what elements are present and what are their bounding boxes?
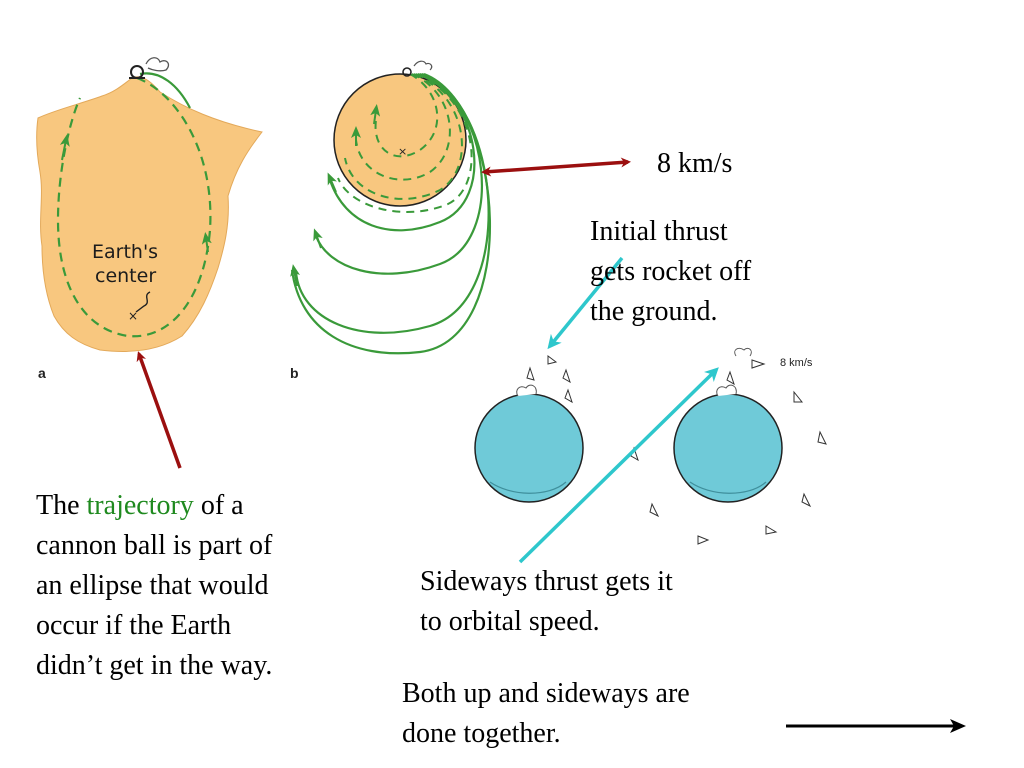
sideways-thrust-arrow <box>518 367 719 564</box>
initial-thrust-line: the ground. <box>590 296 718 327</box>
center-x-mark-b: × <box>398 145 407 158</box>
initial-thrust-line: gets rocket off <box>590 256 752 287</box>
sideways-line: Sideways thrust gets it <box>420 566 673 597</box>
earth-disc-b <box>333 73 467 207</box>
launch-arc-a <box>139 72 191 109</box>
outer-orbit-arrow-b1 <box>327 172 337 193</box>
initial-thrust-arrow <box>547 256 624 350</box>
orbit-arrow-a2 <box>201 232 212 253</box>
trajectory-line: The trajectory of a <box>36 490 244 521</box>
earth-cutaway-a <box>36 76 263 352</box>
trajectory-highlight: trajectory <box>86 490 194 521</box>
trajectory-line: occur if the Earth <box>36 610 232 641</box>
panel-a-letter: a <box>38 365 46 381</box>
orbit-arrow-a1 <box>59 134 70 161</box>
center-x-mark-a: × <box>128 309 138 323</box>
inner-orbit-arrow-b1 <box>370 104 381 125</box>
speed-label: 8 km/s <box>657 148 733 179</box>
planet-right <box>673 384 783 503</box>
center-pointer-a <box>135 291 151 313</box>
trajectory-line: cannon ball is part of <box>36 530 273 561</box>
sideways-thrust-caption: Sideways thrust gets it to orbital speed… <box>420 562 673 642</box>
launch-puff-right <box>716 384 737 397</box>
trajectory-caption: The trajectory of a cannon ball is part … <box>36 486 272 686</box>
trajectory-line: didn’t get in the way. <box>36 650 273 681</box>
both-caption: Both up and sideways are done together. <box>402 674 690 754</box>
initial-thrust-caption: Initial thrust gets rocket off the groun… <box>590 212 751 332</box>
trajectory-line: an ellipse that would <box>36 570 269 601</box>
panel-b-earth: × b <box>290 60 492 381</box>
rocket-trail-left <box>526 355 573 404</box>
speed-double-arrow <box>481 157 631 177</box>
cannon-icon-b <box>402 60 433 77</box>
initial-thrust-line: Initial thrust <box>590 216 728 247</box>
small-speed-label: 8 km/s <box>780 357 813 369</box>
cannon-icon <box>129 57 170 79</box>
earth-center-label-line2: center <box>95 265 156 287</box>
trajectory-ellipse-a <box>56 76 212 338</box>
puff-top-right <box>734 347 752 357</box>
outer-orbit-arrow-b2 <box>313 228 323 249</box>
planet-left <box>474 384 584 503</box>
outer-orbit-arcs-b <box>290 72 492 355</box>
panel-a-earth: Earth's center × a <box>36 57 263 381</box>
panel-b-letter: b <box>290 365 299 381</box>
launch-puff-left <box>516 384 537 397</box>
both-line: done together. <box>402 718 561 749</box>
trajectory-pointer-arrow <box>136 351 182 469</box>
earth-center-label-line1: Earth's <box>92 241 158 263</box>
outer-orbit-arrow-b3 <box>290 264 301 287</box>
inner-dashed-orbits-b <box>337 73 473 213</box>
both-line: Both up and sideways are <box>402 678 690 709</box>
sideways-line: to orbital speed. <box>420 606 600 637</box>
